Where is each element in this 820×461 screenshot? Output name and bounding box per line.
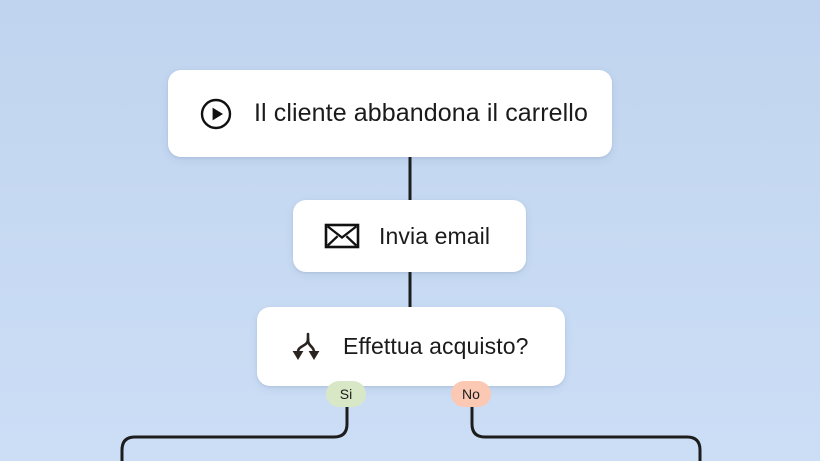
edge-no-branch: [470, 405, 702, 461]
branch-badge-no[interactable]: No: [451, 381, 491, 407]
envelope-icon: [324, 222, 360, 250]
node-trigger[interactable]: Il cliente abbandona il carrello: [168, 70, 612, 157]
node-send-email-label: Invia email: [379, 222, 491, 249]
branch-badge-no-label: No: [462, 386, 480, 402]
node-condition[interactable]: Effettua acquisto?: [257, 307, 565, 386]
node-condition-label: Effettua acquisto?: [343, 333, 529, 359]
branch-split-icon: [289, 330, 323, 364]
node-trigger-label: Il cliente abbandona il carrello: [254, 99, 588, 127]
play-circle-icon: [200, 98, 232, 130]
branch-badge-yes[interactable]: Si: [326, 381, 366, 407]
branch-badge-yes-label: Si: [339, 386, 353, 402]
node-send-email[interactable]: Invia email: [293, 200, 526, 272]
edge-yes-branch: [120, 405, 349, 461]
